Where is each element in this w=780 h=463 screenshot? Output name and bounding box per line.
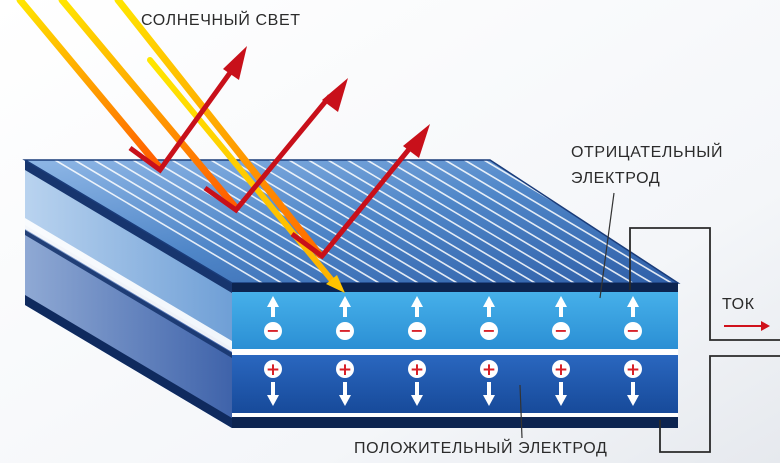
negative-charge-symbol: − [266, 321, 279, 340]
positive-charge-symbol: + [338, 360, 352, 380]
sun-ray-3 [114, 0, 324, 259]
minus-badge-icon: − [264, 321, 282, 340]
top-grid-lines [54, 160, 678, 283]
arrow-up-icon [555, 296, 567, 317]
sunlight-rays [16, 0, 345, 293]
wire-top [629, 227, 780, 341]
negative-electrode-leader [599, 192, 615, 299]
arrow-down-icon [267, 382, 279, 406]
minus-badge-icon: − [624, 321, 642, 340]
arrow-down-icon [339, 382, 351, 406]
grid-line [327, 160, 536, 283]
arrow-up-icon [483, 296, 495, 317]
reflected-rays [128, 46, 430, 260]
negative-charge-symbol: − [338, 321, 351, 340]
grid-line [386, 160, 594, 283]
negative-charge-symbol: − [482, 321, 495, 340]
positive-charge-symbol: + [410, 360, 424, 380]
slab-front-face [232, 283, 678, 428]
minus-badge-icon: − [408, 321, 426, 340]
grid-line [308, 160, 516, 283]
grid-line [113, 160, 321, 283]
reflected-ray-1 [128, 68, 235, 174]
negative-charge-symbol: − [626, 321, 639, 340]
reflected-ray-3-head-icon [403, 124, 430, 158]
white-gap-line [232, 413, 678, 417]
reflected-ray-2-head-icon [322, 78, 348, 112]
grid-line [132, 160, 341, 283]
minus-badge-icon: − [480, 321, 498, 340]
sun-ray-1 [16, 0, 164, 172]
sun-ray-2 [58, 0, 240, 212]
reflected-ray-3 [290, 146, 412, 260]
p-type-layer [232, 355, 678, 413]
positive-electrode-label: ПОЛОЖИТЕЛЬНЫЙ ЭЛЕКТРОД [354, 440, 608, 457]
sunlight-label: СОЛНЕЧНЫЙ СВЕТ [141, 12, 301, 29]
grid-line [74, 160, 282, 283]
plus-badge-icon: + [552, 360, 570, 380]
external-circuit [629, 227, 780, 453]
negative-electrode-label-line2: ЭЛЕКТРОД [571, 170, 661, 187]
arrow-up-icon [627, 296, 639, 317]
reflected-ray-2 [203, 94, 332, 214]
minus-badge-icon: − [552, 321, 570, 340]
pn-junction-line [232, 349, 678, 355]
grid-line [269, 160, 477, 283]
current-arrow-icon [724, 321, 770, 331]
charges-group: − + − + − + − + − + − + [264, 296, 642, 406]
arrow-down-icon [411, 382, 423, 406]
grid-line [152, 160, 360, 283]
n-type-layer [232, 292, 678, 349]
grid-line [93, 160, 302, 283]
grid-line [54, 160, 263, 283]
positive-electrode-leader [519, 384, 523, 439]
negative-charge-symbol: − [410, 321, 423, 340]
current-label: ТОК [722, 296, 755, 313]
grid-line [249, 160, 458, 283]
positive-charge-symbol: + [482, 360, 496, 380]
positive-charge-symbol: + [554, 360, 568, 380]
negative-electrode-label-line1: ОТРИЦАТЕЛЬНЫЙ [571, 144, 724, 161]
plus-badge-icon: + [264, 360, 282, 380]
positive-electrode-strip [232, 417, 678, 428]
plus-badge-icon: + [624, 360, 642, 380]
grid-line [405, 160, 614, 283]
grid-line [464, 160, 672, 283]
wire-bottom [659, 355, 780, 453]
arrow-down-icon [627, 382, 639, 406]
grid-line [425, 160, 633, 283]
arrow-up-icon [411, 296, 423, 317]
negative-electrode-strip [232, 283, 678, 292]
grid-line [288, 160, 497, 283]
grid-line [366, 160, 575, 283]
arrow-down-icon [555, 382, 567, 406]
plus-badge-icon: + [408, 360, 426, 380]
sun-ray-4-arrowhead [326, 275, 345, 293]
grid-line [171, 160, 380, 283]
grid-line [210, 160, 419, 283]
minus-badge-icon: − [336, 321, 354, 340]
sun-ray-4 [147, 57, 338, 287]
plus-badge-icon: + [336, 360, 354, 380]
slab-left-side [25, 160, 232, 428]
reflected-ray-1-head-icon [223, 46, 247, 80]
grid-line [444, 160, 653, 283]
positive-charge-symbol: + [626, 360, 640, 380]
arrow-up-icon [267, 296, 279, 317]
negative-charge-symbol: − [554, 321, 567, 340]
arrow-down-icon [483, 382, 495, 406]
arrow-up-icon [339, 296, 351, 317]
plus-badge-icon: + [480, 360, 498, 380]
positive-charge-symbol: + [266, 360, 280, 380]
